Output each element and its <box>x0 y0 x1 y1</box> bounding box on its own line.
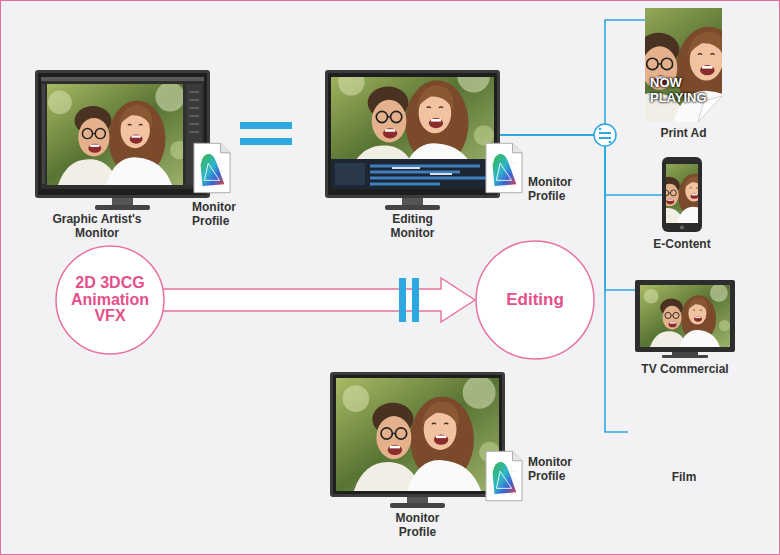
media-node: TV Commercial <box>635 280 735 352</box>
poster-illustration <box>601 6 767 123</box>
monitor-frame <box>35 70 210 198</box>
profile-label: Monitor Profile <box>192 200 236 229</box>
photo <box>331 60 494 174</box>
monitor-stand <box>402 198 423 206</box>
symbol-bars <box>599 133 611 138</box>
monitor-base <box>385 205 440 210</box>
equal-sign <box>240 138 292 145</box>
monitor-base <box>390 503 445 508</box>
monitor-illustration <box>325 60 522 210</box>
menu-bar <box>41 77 204 81</box>
connector-layer <box>163 20 662 432</box>
photo <box>335 376 499 491</box>
photo <box>639 163 725 223</box>
process-circle: Editing <box>475 240 595 360</box>
symbol-dot <box>599 128 602 131</box>
timeline <box>331 159 494 189</box>
tv-stand <box>672 352 698 355</box>
equal-sign <box>399 278 406 322</box>
circle-shape <box>56 246 164 354</box>
media-caption: E-Content <box>653 237 710 251</box>
symbol-ring <box>594 124 616 146</box>
photo <box>42 82 189 185</box>
connector-line <box>500 135 662 195</box>
poster-title: NOW PLAYING <box>650 76 707 106</box>
timeline-clips <box>392 168 452 174</box>
connector-line <box>500 20 645 135</box>
tv-illustration <box>635 280 735 358</box>
media-node: Film <box>628 400 740 466</box>
tv-frame <box>635 280 735 352</box>
monitor-node: Graphic Artist's MonitorMonitor Profile <box>35 70 210 198</box>
home-button <box>680 226 684 230</box>
monitor-bezel <box>333 375 502 494</box>
monitor-frame <box>330 372 505 497</box>
approx-equal-symbol <box>594 124 616 146</box>
profile-label: Monitor Profile <box>528 175 572 204</box>
monitor-node: Editing MonitorMonitor Profile <box>325 70 500 198</box>
media-caption: TV Commercial <box>641 362 728 376</box>
media-caption: Film <box>672 470 697 484</box>
monitor-caption: Editing Monitor <box>391 212 435 241</box>
tv-base <box>662 355 708 358</box>
block-arrow <box>163 278 475 322</box>
photo <box>640 284 730 347</box>
media-node: E-Content <box>662 157 702 232</box>
profile-icon <box>486 143 522 192</box>
circle-shape <box>476 241 594 359</box>
monitor-stand <box>112 198 133 206</box>
monitor-caption: Monitor Profile <box>396 511 440 540</box>
monitor-caption: Graphic Artist's Monitor <box>37 212 157 241</box>
panel-items <box>189 92 199 132</box>
process-circle: 2D 3DCG Animation VFX <box>55 245 165 355</box>
equal-sign <box>412 278 419 322</box>
profile-icon <box>486 451 522 500</box>
timeline-panel <box>335 163 365 185</box>
equal-sign <box>240 122 292 129</box>
toolbar <box>42 84 45 184</box>
profile-label: Monitor Profile <box>528 455 572 484</box>
monitor-bezel <box>38 73 207 195</box>
monitor-illustration <box>330 372 522 508</box>
editor-ui <box>41 77 204 189</box>
photo <box>628 393 740 471</box>
photo <box>601 6 767 122</box>
profile-icon <box>194 143 230 192</box>
symbol-dot <box>609 141 612 144</box>
media-caption: Print Ad <box>660 126 706 140</box>
monitor-illustration <box>35 70 230 210</box>
circle-text: Editing <box>506 291 564 309</box>
monitor-base <box>95 205 150 210</box>
timeline-tracks <box>370 166 488 184</box>
circle-text: 2D 3DCG Animation VFX <box>71 275 149 325</box>
monitor-stand <box>407 497 428 504</box>
film-illustration <box>628 393 740 471</box>
